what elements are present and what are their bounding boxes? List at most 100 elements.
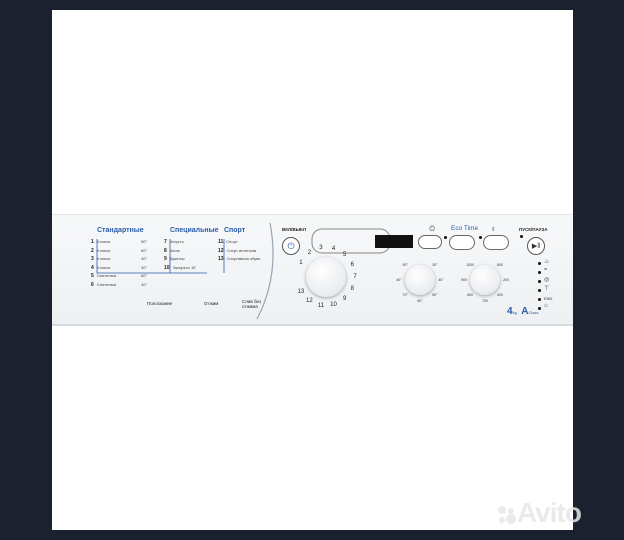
program-number: 6: [91, 281, 94, 288]
spin-label: Отжим: [204, 301, 219, 306]
start-pause-button[interactable]: ▶‖: [527, 237, 545, 255]
program-number-mark: 5: [342, 251, 347, 258]
status-led: [538, 307, 541, 310]
status-led: [538, 271, 541, 274]
group-title: Спорт: [224, 227, 246, 234]
program-temp: 90°: [141, 239, 148, 244]
temperature-dial[interactable]: [405, 265, 435, 295]
program-number: 13: [218, 256, 224, 262]
wash-icon: ♨: [544, 259, 550, 265]
program-dial[interactable]: [306, 257, 346, 297]
program-number: 8: [164, 247, 167, 254]
rinse-icon: ≈: [544, 267, 548, 273]
lock-icon: ⌂: [544, 303, 548, 309]
drain-label: Слив без отжима: [242, 299, 262, 309]
program-number: 5: [91, 273, 94, 279]
program-number: 4: [91, 264, 94, 271]
eco-time-button[interactable]: [449, 235, 475, 250]
program-number: 10: [164, 264, 170, 271]
program-name: Шерсть: [169, 239, 184, 244]
program-temp: 40°: [141, 256, 148, 261]
program-name: Хлопок: [96, 247, 111, 253]
spin-speed-mark: 700: [482, 299, 488, 303]
program-number-mark: 2: [307, 250, 312, 257]
play-pause-icon: ▶‖: [531, 243, 541, 250]
option-indicator: [479, 236, 482, 239]
status-led: [538, 280, 541, 283]
spin-speed-mark: 900: [461, 278, 467, 282]
energy-class: A: [521, 306, 529, 317]
temperature-mark: 40°: [438, 278, 444, 282]
spin-speed-mark: 800: [496, 263, 503, 268]
program-name: Синтетика: [96, 273, 117, 278]
program-temp: 40°: [141, 264, 148, 270]
program-name: Хлопок: [96, 256, 111, 261]
program-number-mark: 10: [330, 302, 337, 308]
program-number: 11: [218, 239, 224, 245]
program-number-mark: 11: [317, 302, 325, 309]
program-name: Шелк: [169, 247, 180, 253]
spin-speed-mark: 400: [496, 292, 503, 297]
delay-button[interactable]: [418, 235, 442, 249]
avito-watermark: Avito: [517, 497, 582, 528]
temperature-mark: 70°: [402, 292, 408, 297]
program-temp: 40°: [141, 281, 148, 287]
program-name: Экспресс 15': [172, 264, 197, 270]
program-name: Спорт: [226, 239, 238, 244]
group-title: Стандартные: [97, 227, 144, 234]
option-button[interactable]: [483, 235, 509, 250]
program-number: 12: [218, 247, 224, 254]
program-number: 2: [91, 247, 94, 254]
program-number: 9: [164, 256, 167, 262]
temperature-mark: 60°: [417, 299, 423, 303]
eco-indicator: [444, 236, 447, 239]
panel-divider-curve: [96, 222, 391, 320]
program-number-mark: 12: [306, 297, 313, 304]
program-number: 3: [91, 256, 94, 262]
program-number-mark: 9: [342, 296, 347, 303]
energy-class-suffix: Class: [528, 310, 539, 315]
program-number-mark: 4: [331, 245, 336, 252]
power-label: ВКЛ/ВЫКЛ: [282, 227, 306, 232]
group-title: Специальные: [170, 227, 219, 234]
program-number: 1: [91, 239, 94, 245]
rinse-label: Полоскание: [147, 301, 173, 306]
power-icon: ⏻: [287, 240, 295, 251]
capacity: 4: [507, 306, 513, 317]
program-number-mark: 1: [299, 259, 303, 266]
program-name: Спорт интенсив: [226, 247, 256, 253]
program-number: 7: [164, 239, 167, 245]
program-number-mark: 6: [350, 261, 354, 268]
program-name: Джинсы: [169, 256, 185, 261]
display: [375, 235, 413, 248]
stain-icon: ♁: [490, 224, 496, 233]
eco-time-label: Eco Time: [451, 225, 479, 232]
program-temp: 60°: [141, 247, 148, 253]
status-led: [538, 262, 541, 265]
program-number-mark: 7: [353, 274, 357, 280]
temperature-mark: 40°: [396, 278, 402, 282]
temperature-mark: 90°: [402, 263, 408, 268]
program-temp: 60°: [141, 273, 148, 278]
spin-dial[interactable]: [470, 265, 500, 295]
spin-speed-mark: 200: [503, 278, 509, 282]
program-number-mark: 3: [319, 245, 323, 252]
program-number-mark: 8: [350, 286, 354, 293]
spin-speed-mark: 600: [467, 292, 474, 297]
end-icon: END: [544, 296, 553, 301]
power-button[interactable]: ⏻: [282, 237, 300, 255]
program-name: Хлопок: [96, 239, 111, 244]
